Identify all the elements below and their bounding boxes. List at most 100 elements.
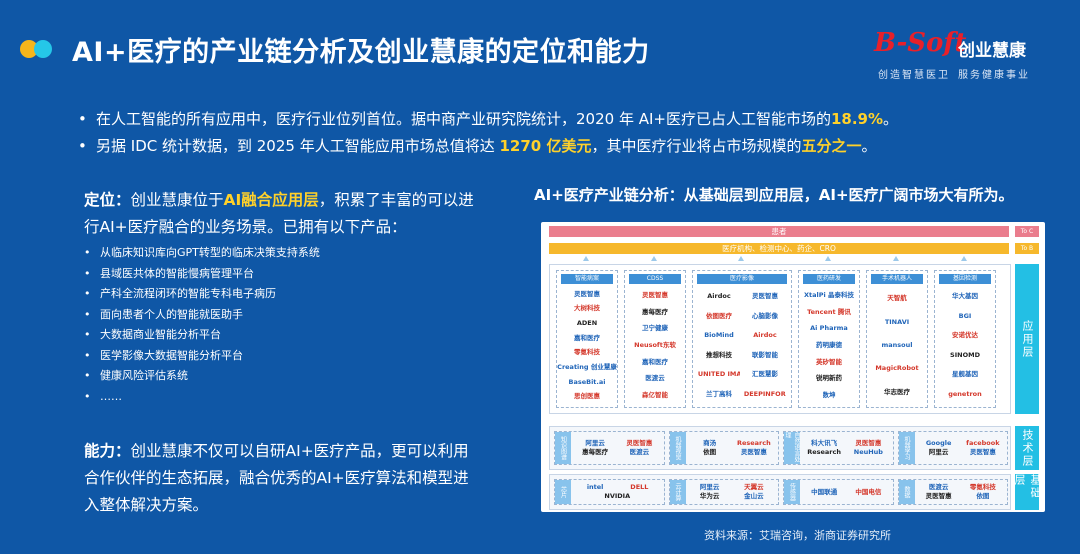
bullet-text: ，其中医疗行业将占市场规模的 bbox=[591, 137, 802, 155]
company-logo-chip: 兰丁高科 bbox=[706, 389, 732, 398]
technology-layer-label: 技术层 bbox=[1015, 426, 1039, 470]
positioning-text: 创业慧康位于 bbox=[130, 191, 224, 209]
company-logo-chip: Research bbox=[736, 439, 771, 447]
company-logo-chip: 大树科技 bbox=[574, 304, 600, 313]
company-logo-chip: intel bbox=[586, 483, 604, 491]
up-arrow-icon bbox=[583, 256, 589, 261]
layer-group: 数据医渡云零氪科技灵医智惠依图 bbox=[897, 479, 1008, 505]
layer-group-label: 传感器 bbox=[784, 480, 800, 504]
chain-title: AI+医疗产业链分析：从基础层到应用层，AI+医疗广阔市场大有所为。 bbox=[534, 186, 1014, 204]
company-logo-chip: 思创医惠 bbox=[574, 392, 600, 401]
company-logo-chip: 医渡云 bbox=[928, 483, 949, 491]
company-logo-chip: 科大讯飞 bbox=[811, 439, 838, 447]
company-logo-chip: 灵医智惠 bbox=[969, 448, 996, 456]
layer-group-label: 自然语言处理 bbox=[784, 432, 800, 464]
title-dots bbox=[20, 40, 52, 58]
company-logo-chip: 中国电信 bbox=[855, 487, 882, 496]
industry-chain-diagram: 患者 To C 医疗机构、检测中心、药企、CRO To B 智能病案灵医智惠大树… bbox=[541, 222, 1045, 512]
cyan-dot-icon bbox=[34, 40, 52, 58]
slogan-part-2: 服务健康事业 bbox=[958, 70, 1030, 81]
yellow-dot-icon bbox=[20, 40, 38, 58]
app-column-head: 智能病案 bbox=[561, 274, 613, 284]
company-logo-chip: 药明康德 bbox=[816, 340, 842, 349]
layer-group: 传感器中国联通中国电信 bbox=[783, 479, 894, 505]
company-logo-chip: 灵医智惠 bbox=[626, 439, 653, 447]
layer-group-label: 机器视觉 bbox=[669, 432, 686, 464]
company-logo-chip: 医渡云 bbox=[645, 374, 665, 383]
company-logo-chip: Tencent 腾讯 bbox=[807, 307, 851, 316]
company-logo-chip: 推想科技 bbox=[706, 350, 732, 359]
slogan-part-1: 创造智慧医卫 bbox=[878, 70, 950, 81]
company-logo-chip: 星舰基因 bbox=[952, 370, 978, 379]
company-logo-chip: mansoul bbox=[881, 340, 913, 349]
foundation-layer-label: 基础层 bbox=[1013, 474, 1042, 510]
logo-mark: B-Soft bbox=[874, 28, 967, 58]
company-logo-chip: 英矽智能 bbox=[816, 357, 842, 366]
bullet-text: 。 bbox=[861, 137, 877, 155]
app-column-head: 基因检测 bbox=[939, 274, 991, 284]
application-layer-label: 应用层 bbox=[1015, 264, 1039, 414]
page-title: AI+医疗的产业链分析及创业慧康的定位和能力 bbox=[72, 37, 650, 68]
bullet-text: 在人工智能的所有应用中，医疗行业位列首位。据中商产业研究院统计，2020 年 A… bbox=[96, 110, 831, 128]
company-logo-chip: 森亿智能 bbox=[642, 391, 668, 400]
list-item: •产科全流程闭环的智能专科电子病历 bbox=[84, 287, 276, 300]
company-logo-chip: 阿里云 bbox=[585, 439, 605, 447]
source-note: 资料来源：艾瑞咨询，浙商证券研究所 bbox=[704, 529, 891, 542]
layer-group-label: 机器学习 bbox=[898, 432, 915, 464]
to-b-tag: To B bbox=[1015, 243, 1039, 254]
company-logo-chip: Research bbox=[807, 448, 841, 456]
logo-slogan: 创造智慧医卫服务健康事业 bbox=[878, 66, 1030, 81]
company-logo-chip: BaseBit.ai bbox=[568, 377, 606, 386]
company-logo-chip: 嘉和医疗 bbox=[574, 333, 600, 342]
company-logo-chip: 阿里云 bbox=[699, 483, 720, 491]
company-logo-chip: 华志医疗 bbox=[884, 387, 910, 396]
list-item: •大数据商业智能分析平台 bbox=[84, 328, 221, 341]
company-logo-chip: 灵医智惠 bbox=[855, 439, 882, 447]
company-logo-chip: 商汤 bbox=[703, 439, 717, 447]
company-logo: B-Soft 创业慧康 创造智慧医卫服务健康事业 bbox=[868, 26, 1058, 82]
capability-label: 能力： bbox=[84, 442, 131, 460]
company-logo-chip: 灵医智惠 bbox=[925, 492, 952, 500]
company-logo-chip: 天翼云 bbox=[744, 483, 764, 491]
company-logo-chip: 灵医智惠 bbox=[752, 292, 778, 301]
layer-group: 机器视觉 商汤 Research 依图 灵医智惠 bbox=[668, 431, 779, 465]
company-logo-chip: Airdoc bbox=[707, 292, 731, 301]
company-logo-chip: 灵医智惠 bbox=[642, 290, 668, 299]
list-item: •…… bbox=[84, 389, 122, 403]
company-logo-chip: 依图 bbox=[703, 448, 717, 456]
company-logo-chip: 灵医智惠 bbox=[574, 289, 600, 298]
up-arrow-icon bbox=[893, 256, 899, 261]
company-logo-chip: DELL bbox=[630, 483, 649, 491]
company-logo-chip: 阿里云 bbox=[928, 448, 949, 456]
company-logo-chip: Ai Pharma bbox=[810, 324, 848, 333]
bullet-text: 另据 IDC 统计数据，到 2025 年人工智能应用市场总值将达 bbox=[96, 137, 500, 155]
positioning-section: 定位：创业慧康位于AI融合应用层，积累了丰富的可以进行AI+医疗融合的业务场景。… bbox=[84, 187, 484, 407]
market-bullets: • 在人工智能的所有应用中，医疗行业位列首位。据中商产业研究院统计，2020 年… bbox=[78, 106, 1068, 160]
company-logo-chip: 金山云 bbox=[744, 492, 764, 500]
company-logo-chip: 锐明新药 bbox=[816, 374, 842, 383]
company-logo-chip: 天智航 bbox=[887, 294, 907, 303]
company-logo-chip: 嘉和医疗 bbox=[642, 357, 668, 366]
company-logo-chip: SINOMD bbox=[950, 350, 980, 359]
company-logo-chip: 依图医疗 bbox=[706, 311, 732, 320]
company-logo-chip: Neusoft东软 bbox=[634, 340, 676, 349]
company-logo-chip: 惠每医疗 bbox=[582, 448, 609, 456]
layer-group-label: 芯片 bbox=[555, 480, 571, 504]
up-arrow-icon bbox=[738, 256, 744, 261]
layer-group-label: 数据 bbox=[898, 480, 915, 504]
list-item: •健康风险评估系统 bbox=[84, 369, 188, 382]
company-logo-chip: 数坤 bbox=[822, 391, 836, 400]
to-c-tag: To C bbox=[1015, 226, 1039, 237]
bullet-highlight: 18.9% bbox=[830, 110, 884, 128]
company-logo-chip: TINAVI bbox=[884, 317, 910, 326]
company-logo-chip: Google bbox=[925, 439, 952, 447]
bullet-highlight: 1270 亿美元 bbox=[499, 137, 592, 155]
positioning-paragraph: 定位：创业慧康位于AI融合应用层，积累了丰富的可以进行AI+医疗融合的业务场景。… bbox=[84, 187, 484, 241]
capability-paragraph: 能力：创业慧康不仅可以自研AI+医疗产品，更可以利用合作伙伴的生态拓展，融合优秀… bbox=[84, 438, 484, 519]
company-logo-chip: NeuHub bbox=[853, 448, 883, 456]
company-logo-chip: 灵医智惠 bbox=[740, 448, 767, 456]
company-logo-chip: 安诺优达 bbox=[952, 331, 978, 340]
